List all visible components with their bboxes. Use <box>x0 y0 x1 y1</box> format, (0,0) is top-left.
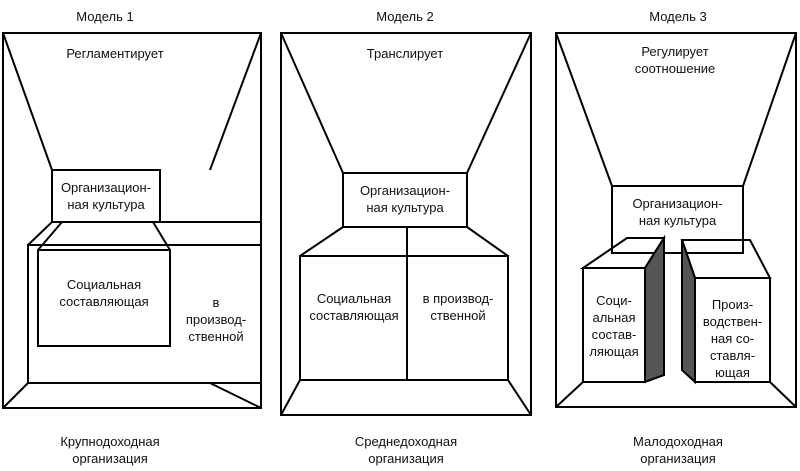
model-3-frame <box>555 32 797 408</box>
model-2-title: Модель 2 <box>376 9 434 24</box>
model-2-culture-label: Организацион- ная культура <box>359 183 451 215</box>
model-1-lower-box <box>2 221 262 409</box>
model-3-production-box <box>680 239 772 385</box>
model-2-action-label: Транслирует <box>366 46 444 61</box>
model-3-social-box <box>579 234 666 384</box>
model-1-title: Модель 1 <box>76 9 134 24</box>
model-3-action-label: Регулирует соотношение <box>634 44 716 76</box>
model-3-culture-box <box>611 185 744 254</box>
model-1-social-label: Социальная составляющая <box>59 277 149 309</box>
model-3-culture-label: Организацион- ная культура <box>632 196 723 228</box>
model-2-social-label: Социальная составляющая <box>309 291 399 323</box>
model-2-lower-box <box>280 226 532 416</box>
model-3-title: Модель 3 <box>649 9 707 24</box>
model-3-production-label: Произ- водствен- ная со- ставля- ющая <box>702 297 763 380</box>
model-1-action-label: Регламентирует <box>66 46 164 61</box>
model-1-production-label: в производ- ственной <box>185 295 247 344</box>
model-2-frame <box>280 32 532 416</box>
model-2-org-label: Среднедоходная организация <box>354 434 458 466</box>
model-1-social-box <box>37 221 171 347</box>
model-1-culture-box <box>51 169 161 223</box>
model-1-culture-label: Организацион- ная культура <box>60 180 152 212</box>
model-1-frame <box>2 32 262 409</box>
model-3-org-label: Малодоходная организация <box>633 434 723 466</box>
model-2-culture-box <box>342 172 468 228</box>
model-2-production-label: в производ- ственной <box>422 291 494 323</box>
model-3-social-label: Соци- альная состав- ляющая <box>589 293 639 359</box>
model-1-org-label: Крупнодоходная организация <box>60 434 160 466</box>
